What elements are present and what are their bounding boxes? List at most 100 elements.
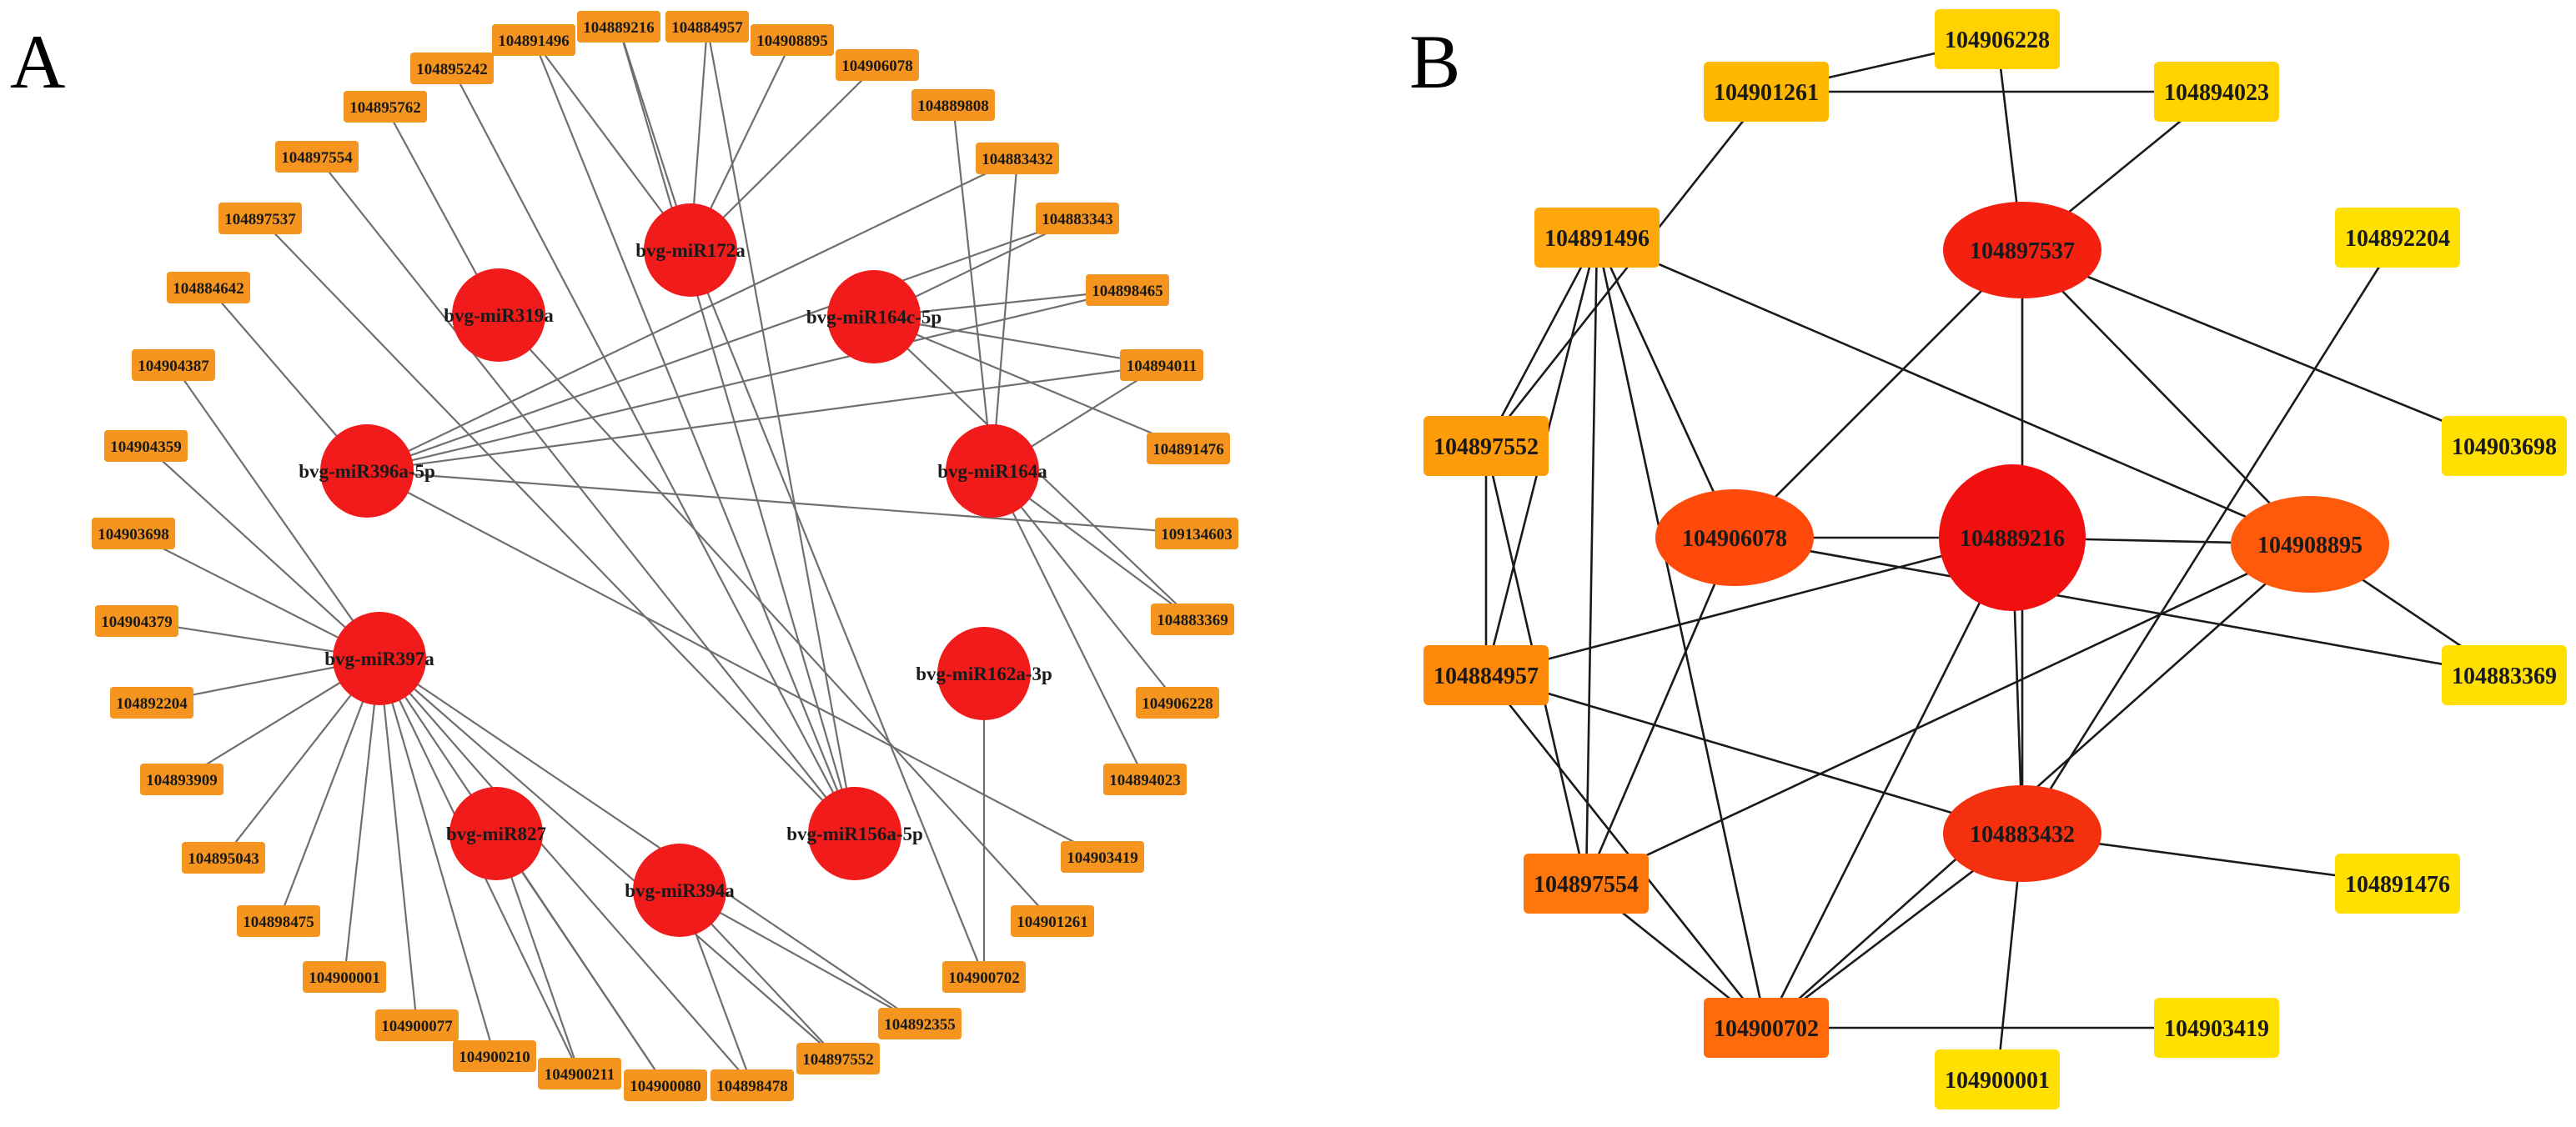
gene-label-b: 104900001 [1945,1068,2050,1094]
edge-a-27 [145,445,380,659]
gene-node-a: 104884642 [167,272,250,303]
edge-a-49 [259,218,856,834]
gene-label-a: 104897552 [802,1051,874,1069]
gene-node-a-box [878,1008,962,1039]
gene-node-b: 104903698 [2442,416,2567,476]
gene-node-b-box [1935,9,2060,69]
gene-node-a-box [110,687,193,719]
edge-a-26 [173,364,380,659]
gene-node-a-box [140,764,223,795]
gene-node-a-box [538,1058,621,1089]
gene-node-b: 104883369 [2442,645,2567,705]
edge-a-5 [689,249,986,978]
gene-label-b: 104900702 [1714,1016,1819,1042]
gene-node-a: 104904387 [132,349,215,381]
edge-b-8 [1595,237,1768,1029]
edge-b-5 [1595,237,1736,538]
gene-label-a: 104883369 [1157,612,1228,629]
gene-node-a-box [492,24,575,56]
gene-label-b: 104906228 [1945,28,2050,53]
gene-node-b: 104894023 [2154,62,2279,122]
mirna-circle [946,424,1039,518]
gene-node-a: 104894023 [1103,764,1187,795]
gene-node-b: 104891496 [1534,208,1660,268]
gene-node-a-box [275,141,359,173]
edge-b-19 [1584,537,1736,884]
gene-label-a: 104891496 [498,33,570,50]
edge-b-29 [1484,674,1768,1029]
gene-label-a: 104904359 [110,438,182,456]
gene-node-b-ellipse [1943,785,2101,882]
mirna-circle [633,844,726,937]
gene-node-b-box [2335,854,2460,914]
gene-node-a: 104897554 [275,141,359,173]
gene-node-a-box [92,518,175,549]
gene-node-a: 104893909 [140,764,223,795]
gene-node-b-box [1704,62,1829,122]
gene-label-a: 104903419 [1067,849,1138,867]
gene-node-a-box [1103,764,1187,795]
gene-node-a-box [751,24,834,56]
gene-label-a: 104891476 [1152,441,1224,458]
gene-label-b: 104906078 [1682,526,1787,552]
edge-a-23 [366,363,1162,473]
gene-node-a-box [796,1043,880,1074]
edge-a-52 [532,39,856,834]
gene-label-b: 104897554 [1534,872,1639,898]
edge-b-6 [1596,236,2311,546]
gene-node-a: 104900210 [453,1040,536,1072]
gene-node-a: 104898475 [237,905,320,937]
mirna-label: bvg-miR394a [625,880,735,901]
gene-node-a-box [1155,518,1238,549]
edge-a-22 [366,288,1128,473]
edge-a-7 [498,314,1053,922]
gene-node-a-box [344,91,427,123]
gene-node-a: 104883369 [1151,604,1234,635]
mirna-circle [644,203,737,297]
edge-a-44 [495,833,666,1086]
gene-label-b: 104892204 [2345,226,2450,252]
gene-node-a: 104892355 [878,1008,962,1039]
gene-label-a: 104906078 [841,58,913,75]
gene-node-b: 104889216 [1939,464,2086,611]
gene-node-b-box [2442,416,2567,476]
gene-label-a: 104904387 [138,358,209,375]
gene-node-a-box [1120,349,1203,381]
gene-label-a: 104884957 [671,19,743,37]
gene-node-a-box [182,842,265,874]
mirna-circle [449,787,543,880]
edge-b-15 [2021,237,2399,834]
gene-node-b: 104901261 [1704,62,1829,122]
gene-node-b: 104892204 [2335,208,2460,268]
gene-node-a-box [711,1069,794,1101]
gene-node-b: 104897552 [1424,416,1549,476]
gene-node-a: 104897537 [218,203,302,234]
gene-label-a: 109134603 [1161,526,1233,543]
gene-node-b: 104897554 [1524,854,1649,914]
gene-label-b: 104883369 [2452,664,2557,689]
gene-label-b: 104891476 [2345,872,2450,898]
edge-b-27 [1485,674,2023,835]
gene-node-b: 104897537 [1943,202,2101,298]
gene-node-b-box [1424,416,1549,476]
gene-node-b-box [1704,998,1829,1058]
gene-label-a: 104900077 [381,1018,453,1035]
mirna-node: bvg-miR319a [444,268,554,362]
gene-node-a: 104898478 [711,1069,794,1101]
gene-label-a: 104894023 [1109,772,1181,789]
gene-label-b: 104901261 [1714,80,1819,106]
gene-node-a: 104906228 [1136,687,1219,719]
gene-label-a: 104908895 [756,33,828,50]
gene-node-b-ellipse [1655,489,1814,586]
gene-node-a-box [410,53,494,84]
gene-node-a: 104901261 [1011,905,1094,937]
gene-node-a-box [942,961,1026,993]
gene-node-b: 104900702 [1704,998,1829,1058]
gene-node-a: 104892204 [110,687,193,719]
edge-b-12 [2021,249,2311,545]
mirna-node: bvg-miR164a [937,424,1047,518]
gene-node-a-box [665,11,749,43]
edge-b-23 [1485,536,2013,677]
gene-label-a: 104897554 [281,149,353,167]
